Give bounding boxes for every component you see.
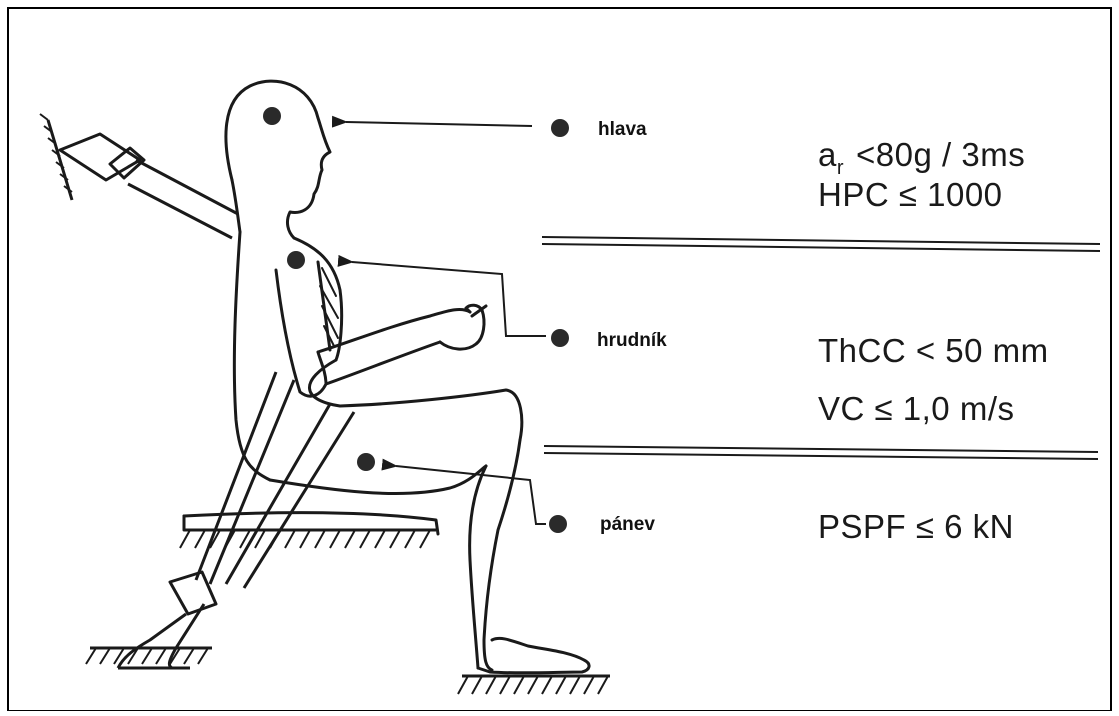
dummy-figure: [182, 79, 591, 675]
thigh: [308, 358, 524, 442]
seat: [182, 511, 440, 536]
label-pelvis: pánev: [600, 514, 655, 535]
chest-sensor-dot: [287, 251, 305, 269]
pelvis-label-dot: [549, 515, 567, 533]
torso-back: [232, 230, 272, 482]
separators: [541, 236, 1101, 460]
rod-mechanism: [116, 371, 356, 670]
leader-arrows: [331, 115, 546, 525]
pelvis-sensor-dot: [357, 453, 375, 471]
chest-label-dot: [551, 329, 569, 347]
criterion-hpc: HPC ≤ 1000: [818, 176, 1003, 213]
rear-fixture: [39, 113, 239, 240]
accel-value: <80g / 3ms: [856, 136, 1025, 173]
shin: [482, 438, 522, 672]
criterion-thcc: ThCC < 50 mm: [818, 332, 1049, 369]
criterion-vc: VC ≤ 1,0 m/s: [818, 390, 1015, 427]
accel-subscript: r: [837, 157, 844, 179]
arm: [274, 268, 328, 398]
accel-symbol: a: [818, 136, 837, 173]
head-arrow: [331, 115, 533, 128]
label-chest: hrudník: [597, 330, 667, 351]
fist: [438, 303, 486, 351]
ground-hatching: [85, 528, 610, 695]
pelvis-arrow: [381, 458, 546, 525]
head-sensor-dot: [263, 107, 281, 125]
head-outline: [224, 79, 332, 240]
label-head: hlava: [598, 119, 647, 140]
criterion-pspf: PSPF ≤ 6 kN: [818, 508, 1014, 545]
criterion-head-accel: ar <80g / 3ms: [818, 136, 1025, 179]
chest-arrow: [337, 254, 546, 337]
foot: [476, 636, 591, 675]
head-label-dot: [551, 119, 569, 137]
